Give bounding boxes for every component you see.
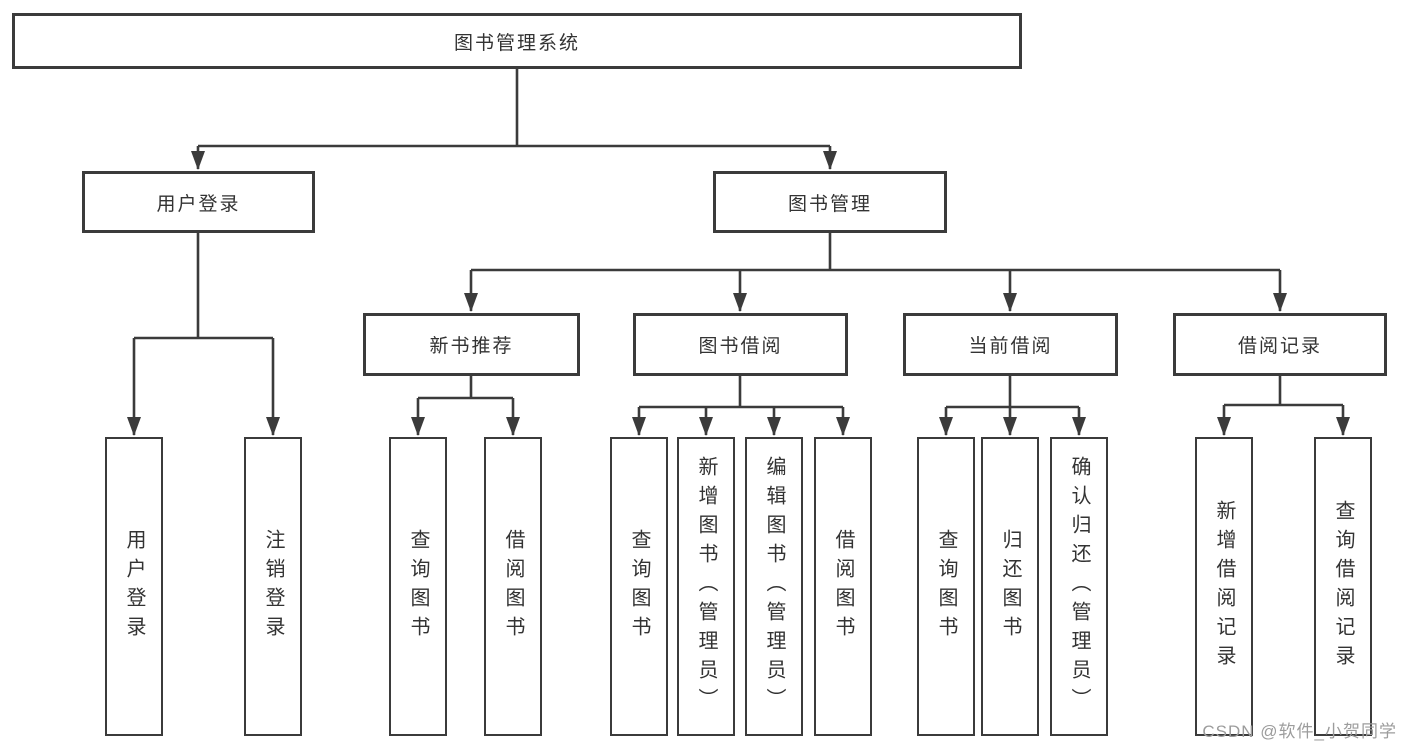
node-book-management: 图书管理 (713, 171, 947, 233)
leaf-borrow-books-1: 借阅图书 (484, 437, 542, 736)
leaf-borrow-books-2: 借阅图书 (814, 437, 872, 736)
connector-current-borrow-children (939, 376, 1086, 436)
leaf-query-borrow-record: 查询借阅记录 (1314, 437, 1372, 736)
node-library-system: 图书管理系统 (12, 13, 1022, 69)
node-borrow-records: 借阅记录 (1173, 313, 1387, 376)
csdn-watermark: CSDN @软件_小贺同学 (1202, 722, 1397, 741)
connector-book-borrow-children (632, 376, 850, 436)
leaf-edit-books-admin: 编辑图书（管理员） (745, 437, 803, 736)
node-book-borrow: 图书借阅 (633, 313, 848, 376)
leaf-user-login: 用户登录 (105, 437, 163, 736)
leaf-add-books-admin: 新增图书（管理员） (677, 437, 735, 736)
leaf-logout: 注销登录 (244, 437, 302, 736)
connector-borrow-records-children (1217, 376, 1350, 436)
node-user-login: 用户登录 (82, 171, 315, 233)
leaf-confirm-return-admin: 确认归还（管理员） (1050, 437, 1108, 736)
leaf-query-books-1: 查询图书 (389, 437, 447, 736)
connector-new-book-recommend-children (411, 376, 520, 436)
connector-root-to-level2 (191, 68, 837, 170)
connector-book-management-children (464, 233, 1287, 312)
leaf-return-books: 归还图书 (981, 437, 1039, 736)
connector-user-login-children (127, 233, 280, 436)
leaf-add-borrow-record: 新增借阅记录 (1195, 437, 1253, 736)
leaf-query-books-2: 查询图书 (610, 437, 668, 736)
leaf-query-books-3: 查询图书 (917, 437, 975, 736)
node-new-book-recommend: 新书推荐 (363, 313, 580, 376)
node-current-borrow: 当前借阅 (903, 313, 1118, 376)
